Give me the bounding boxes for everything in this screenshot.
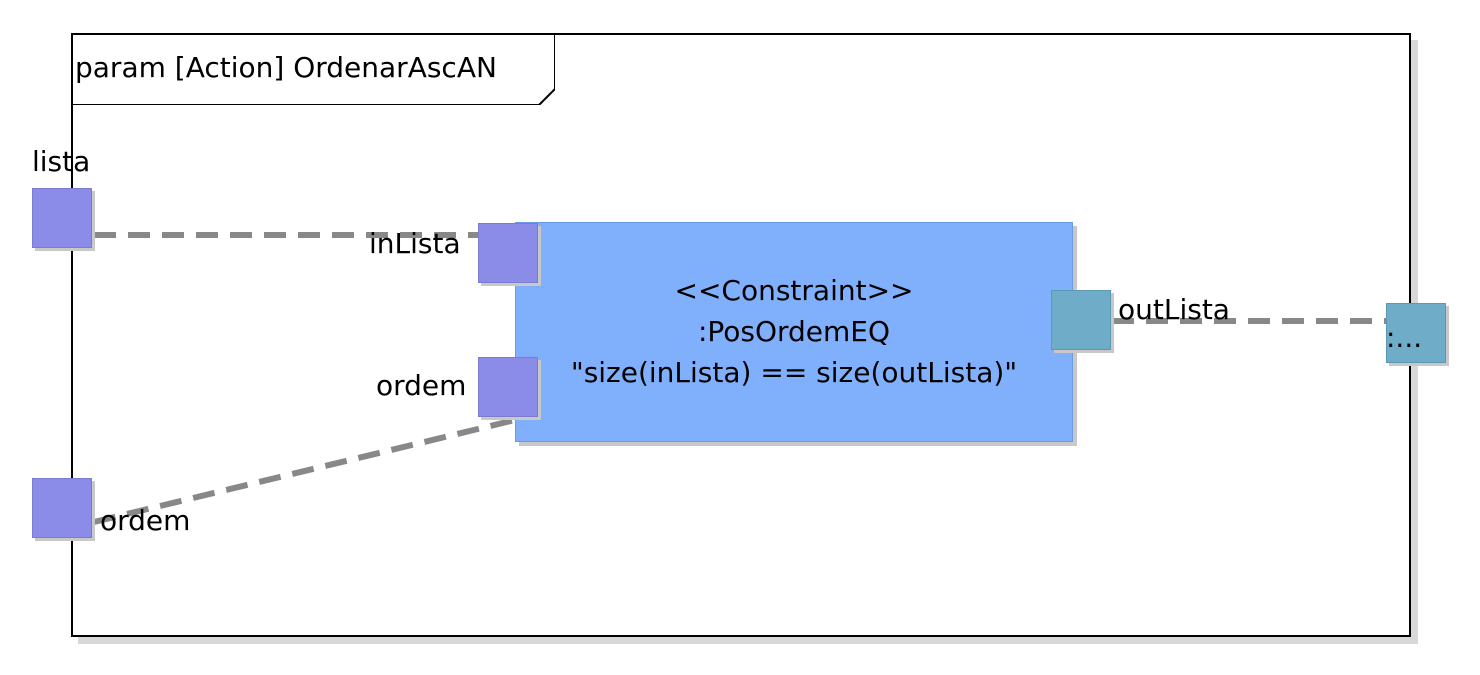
param-port-outlista[interactable] bbox=[1051, 290, 1111, 350]
port-ordem-label: ordem bbox=[100, 504, 191, 537]
port-lista[interactable] bbox=[32, 188, 92, 248]
param-port-inlista-label: inLista bbox=[369, 227, 461, 260]
connector-ordem-ordem bbox=[93, 417, 516, 525]
frame-title: param [Action] OrdenarAscAN bbox=[75, 51, 497, 84]
constraint-block-text: <<Constraint>> :PosOrdemEQ "size(inLista… bbox=[515, 270, 1073, 393]
constraint-stereotype: <<Constraint>> bbox=[674, 274, 914, 307]
param-port-ordem-label: ordem bbox=[376, 369, 467, 402]
port-ordem[interactable] bbox=[32, 478, 92, 538]
frame-title-tab bbox=[73, 35, 555, 105]
param-port-ordem[interactable] bbox=[478, 357, 538, 417]
constraint-block[interactable] bbox=[515, 222, 1073, 442]
port-result[interactable] bbox=[1386, 303, 1446, 363]
param-port-outlista-label: outLista bbox=[1118, 293, 1230, 326]
constraint-name: :PosOrdemEQ bbox=[697, 315, 891, 348]
constraint-expression: "size(inLista) == size(outLista)" bbox=[570, 356, 1018, 389]
param-port-inlista[interactable] bbox=[478, 223, 538, 283]
port-lista-label: lista bbox=[32, 145, 91, 178]
port-result-label: :... bbox=[1386, 321, 1423, 354]
